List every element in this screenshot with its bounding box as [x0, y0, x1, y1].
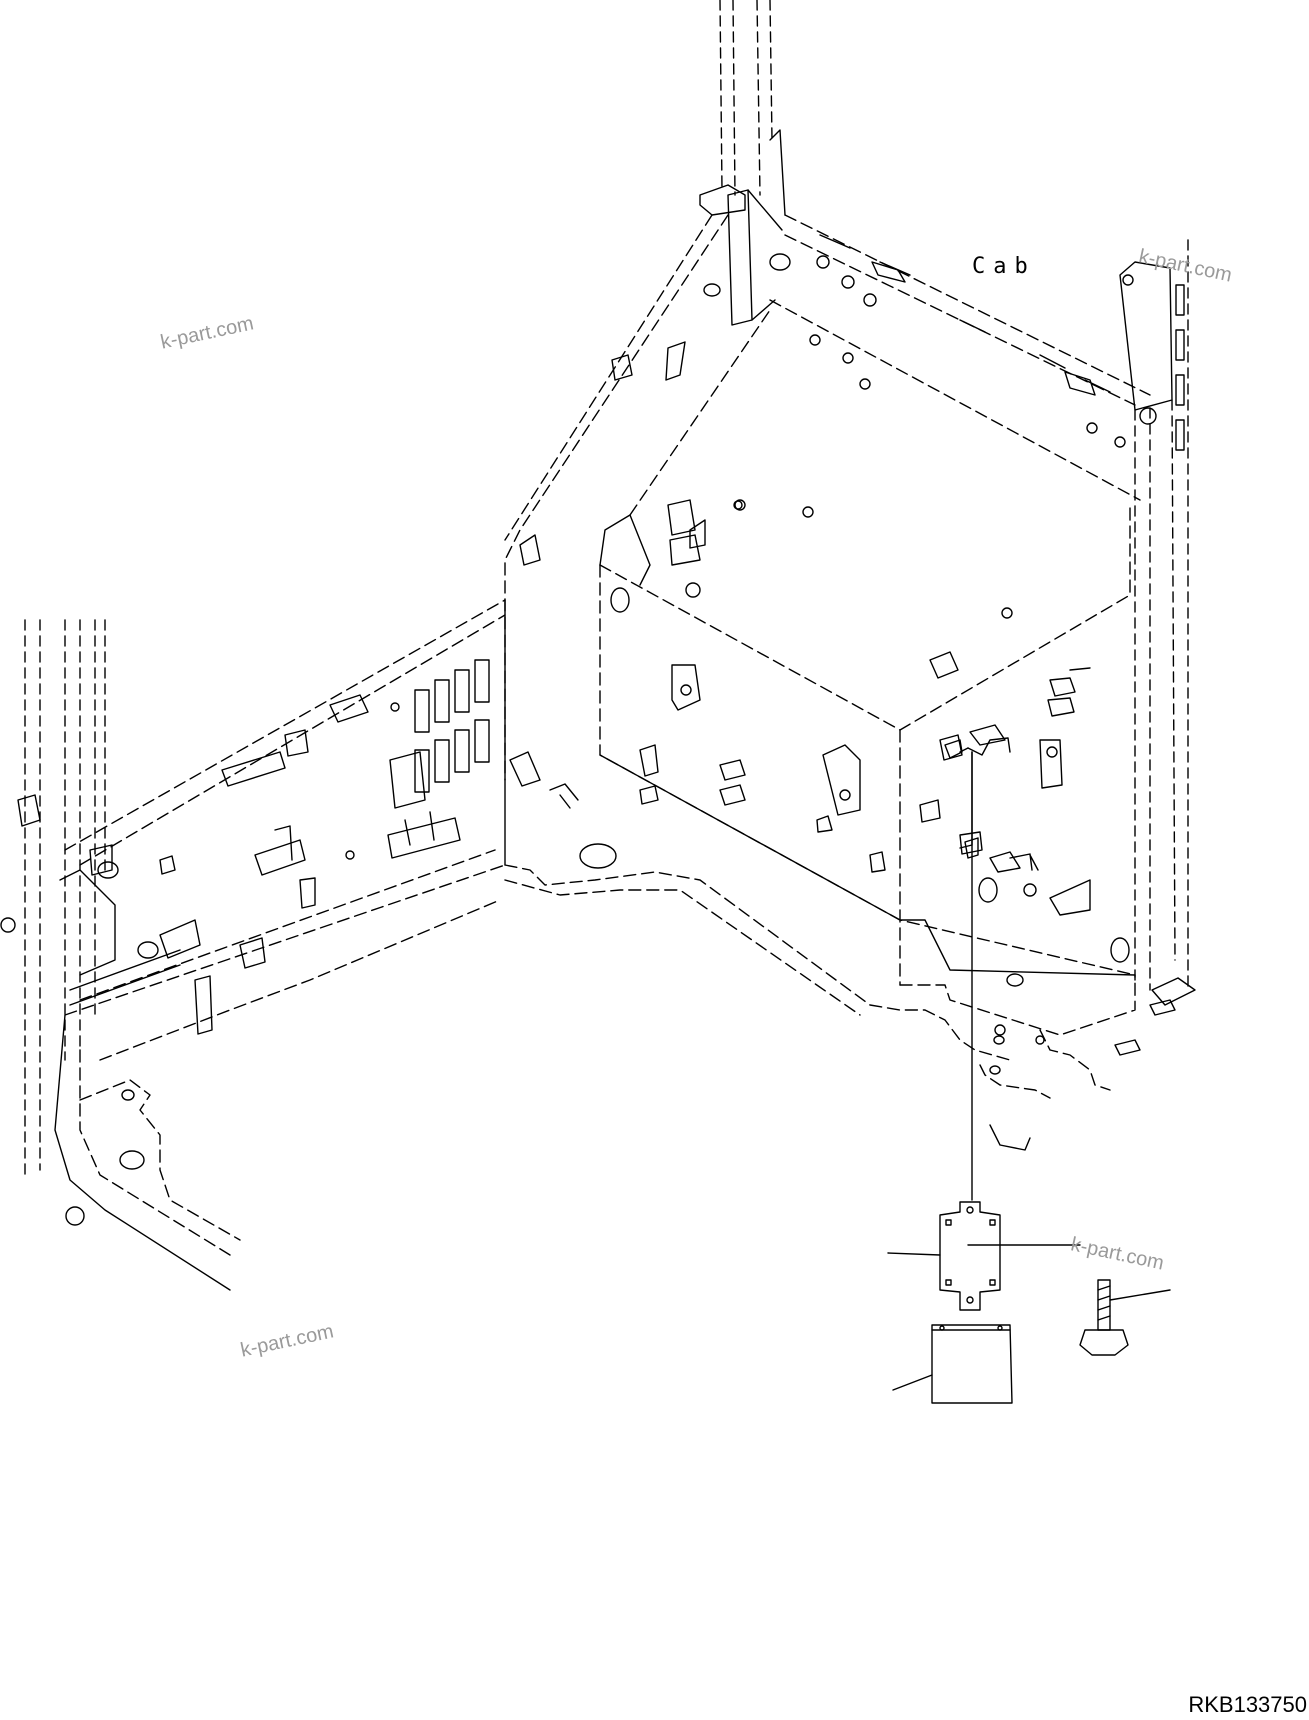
drawing-number: RKB133750 — [1188, 1692, 1307, 1717]
front-left-pillar — [1, 620, 105, 1225]
seat-base-box — [600, 310, 1135, 1044]
rear-header-rail — [735, 215, 1150, 618]
hex-bolt — [1080, 1280, 1170, 1355]
cover-box — [893, 1325, 1012, 1403]
rear-left-pillar — [700, 0, 785, 325]
cab-label: Cab — [972, 254, 1036, 279]
left-upper-panel — [505, 215, 790, 780]
left-side-panel — [60, 600, 578, 1034]
controller-unit — [888, 1202, 1000, 1310]
leader-lines — [945, 738, 1080, 1245]
floor-plate — [55, 844, 1175, 1290]
rear-right-pillar — [1120, 240, 1195, 1005]
